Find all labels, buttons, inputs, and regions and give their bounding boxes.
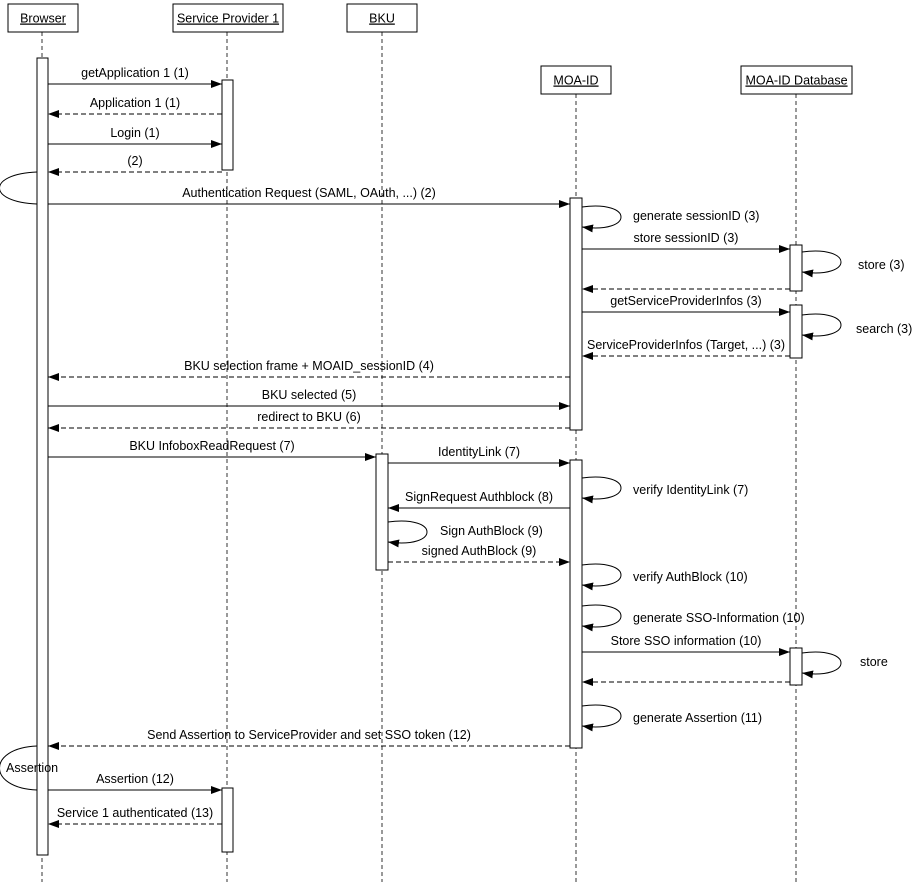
selfmsg-s2	[801, 250, 842, 278]
participant-box-moadb	[740, 65, 853, 95]
selfmsg-s3	[801, 313, 842, 341]
participant-box-browser	[7, 3, 79, 33]
participant-label-moaid: MOA-ID	[553, 74, 598, 88]
activation-db-store-session	[789, 244, 803, 292]
message-label-m8: getServiceProviderInfos (3)	[610, 294, 761, 308]
loop-assertion-forward	[0, 745, 38, 791]
selfmsg-s7	[581, 604, 622, 632]
selfmsg-label-s9: generate Assertion (11)	[633, 711, 762, 725]
participant-label-bku: BKU	[369, 12, 395, 26]
selfmsg-s8	[801, 651, 842, 679]
participant-label-moadb: MOA-ID Database	[745, 74, 847, 88]
selfmsg-s5	[387, 520, 428, 548]
activation-sp1-second	[221, 787, 234, 853]
activation-bku-main	[375, 453, 389, 571]
activation-moaid-second	[569, 459, 583, 749]
message-label-m12: redirect to BKU (6)	[257, 410, 361, 424]
loop-redirect-auth-request	[0, 171, 38, 205]
selfmsg-label-s2: store (3)	[858, 258, 905, 272]
message-label-m21: Service 1 authenticated (13)	[57, 806, 213, 820]
participant-box-moaid	[540, 65, 612, 95]
message-label-m10: BKU selection frame + MOAID_sessionID (4…	[184, 359, 434, 373]
message-label-m14: IdentityLink (7)	[438, 445, 520, 459]
participant-label-sp1: Service Provider 1	[177, 12, 279, 26]
message-label-m16: signed AuthBlock (9)	[422, 544, 537, 558]
selfmsg-label-s5: Sign AuthBlock (9)	[440, 524, 543, 538]
message-label-m1: getApplication 1 (1)	[81, 66, 189, 80]
selfmsg-s4	[581, 476, 622, 504]
activation-moaid-first	[569, 197, 583, 431]
selfmsg-label-s7: generate SSO-Information (10)	[633, 611, 805, 625]
selfmsg-s1	[581, 205, 622, 233]
message-label-m20: Assertion (12)	[96, 772, 174, 786]
selfmsg-label-s6: verify AuthBlock (10)	[633, 570, 748, 584]
loop-label-assertion-forward: Assertion	[6, 761, 58, 775]
activation-browser-main	[36, 57, 49, 856]
message-label-m19: Send Assertion to ServiceProvider and se…	[147, 728, 471, 742]
message-label-m6: store sessionID (3)	[634, 231, 739, 245]
message-label-m9: ServiceProviderInfos (Target, ...) (3)	[587, 338, 785, 352]
activation-sp1-first	[221, 79, 234, 171]
selfmsg-s9	[581, 704, 622, 732]
activation-db-store-sso	[789, 647, 803, 686]
message-label-m15: SignRequest Authblock (8)	[405, 490, 553, 504]
participant-label-browser: Browser	[20, 12, 66, 26]
activation-db-get-infos	[789, 304, 803, 359]
participant-box-sp1	[172, 3, 284, 33]
selfmsg-label-s8: store	[860, 655, 888, 669]
participant-box-bku	[346, 3, 418, 33]
message-label-m13: BKU InfoboxReadRequest (7)	[129, 439, 294, 453]
selfmsg-label-s3: search (3)	[856, 322, 912, 336]
message-label-m2: Application 1 (1)	[90, 96, 180, 110]
message-label-m5: Authentication Request (SAML, OAuth, ...…	[182, 186, 436, 200]
selfmsg-s6	[581, 563, 622, 591]
selfmsg-label-s4: verify IdentityLink (7)	[633, 483, 748, 497]
message-label-m3: Login (1)	[110, 126, 159, 140]
selfmsg-label-s1: generate sessionID (3)	[633, 209, 759, 223]
message-label-m17: Store SSO information (10)	[611, 634, 762, 648]
message-label-m4: (2)	[127, 154, 142, 168]
message-label-m11: BKU selected (5)	[262, 388, 356, 402]
